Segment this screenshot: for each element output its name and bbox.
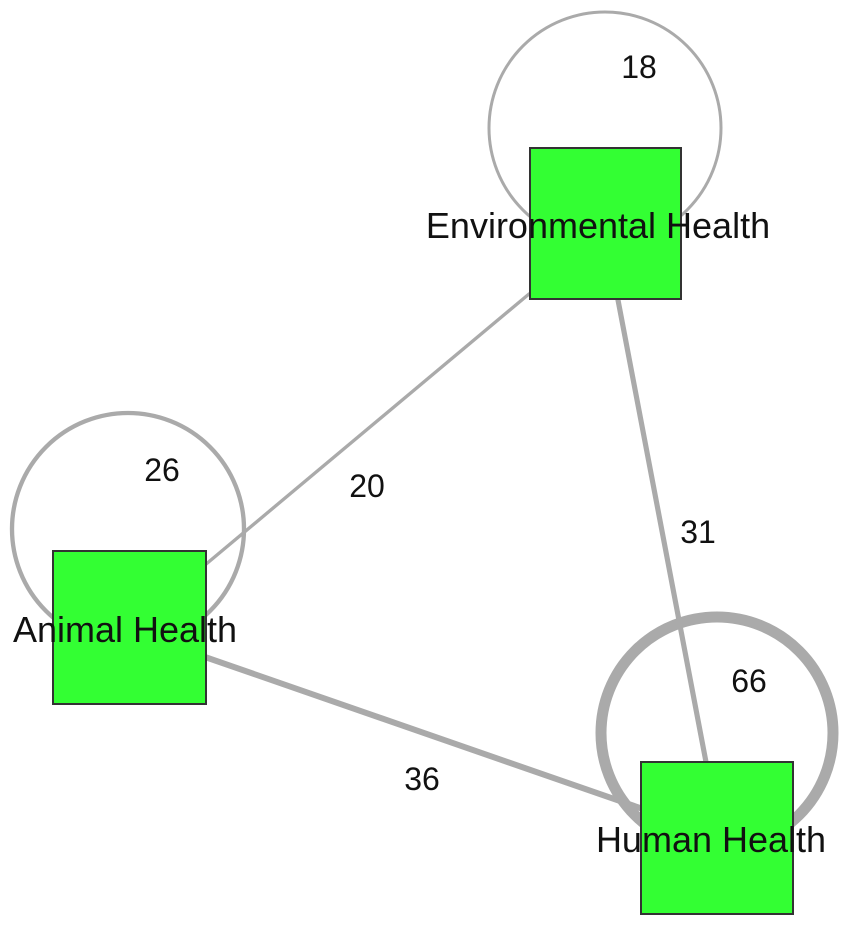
node-labels: Environmental Health Animal Health Human… — [13, 205, 826, 860]
edge-environmental-animal — [203, 292, 531, 567]
self-loops — [9, 10, 839, 855]
node-box-human — [640, 761, 794, 915]
nodes — [52, 147, 794, 915]
node-box-environmental — [529, 147, 682, 300]
self-loop-labels: 18 26 66 — [144, 49, 767, 699]
node-label-animal: Animal Health — [13, 609, 237, 650]
edge-animal-human — [202, 654, 643, 811]
node-box-animal — [52, 550, 207, 705]
edge-weight-environmental-animal: 20 — [349, 468, 385, 504]
edge-weight-animal-human: 36 — [404, 761, 440, 797]
edge-weight-labels: 20 31 36 — [349, 468, 716, 797]
node-label-human: Human Health — [596, 819, 826, 860]
node-label-environmental: Environmental Health — [426, 205, 770, 246]
self-loop-weight-animal: 26 — [144, 452, 180, 488]
edge-weight-environmental-human: 31 — [680, 514, 716, 550]
self-loop-weight-human: 66 — [731, 663, 767, 699]
self-loop-weight-environmental: 18 — [621, 49, 657, 85]
edge-environmental-human — [615, 297, 709, 765]
edges — [202, 292, 709, 811]
